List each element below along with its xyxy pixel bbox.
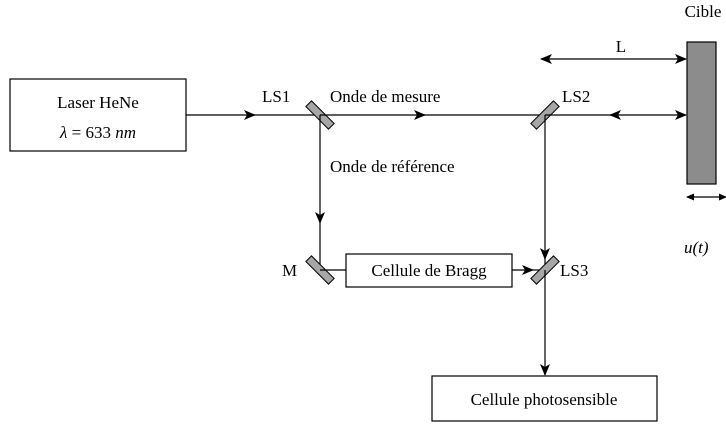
photocell-box xyxy=(431,375,658,422)
mirror-m-label: M xyxy=(282,261,297,280)
ls2-label: LS2 xyxy=(562,87,590,106)
laser-box xyxy=(9,78,187,152)
target-label: Cible xyxy=(685,2,722,21)
target-block xyxy=(686,41,717,185)
ls1-label: LS1 xyxy=(262,87,290,106)
photocell-label: Cellule photosensible xyxy=(471,390,618,409)
displacement-label: u(t) xyxy=(684,238,709,257)
bragg-cell-box xyxy=(345,253,513,288)
distance-l-label: L xyxy=(616,37,626,56)
reference-beam-label: Onde de référence xyxy=(330,157,455,176)
laser-wavelength: λ = 633 nm xyxy=(59,123,136,142)
bragg-cell-label: Cellule de Bragg xyxy=(371,261,487,280)
measure-beam-label: Onde de mesure xyxy=(330,87,440,106)
laser-label: Laser HeNe xyxy=(57,93,139,112)
ls3-label: LS3 xyxy=(560,261,588,280)
